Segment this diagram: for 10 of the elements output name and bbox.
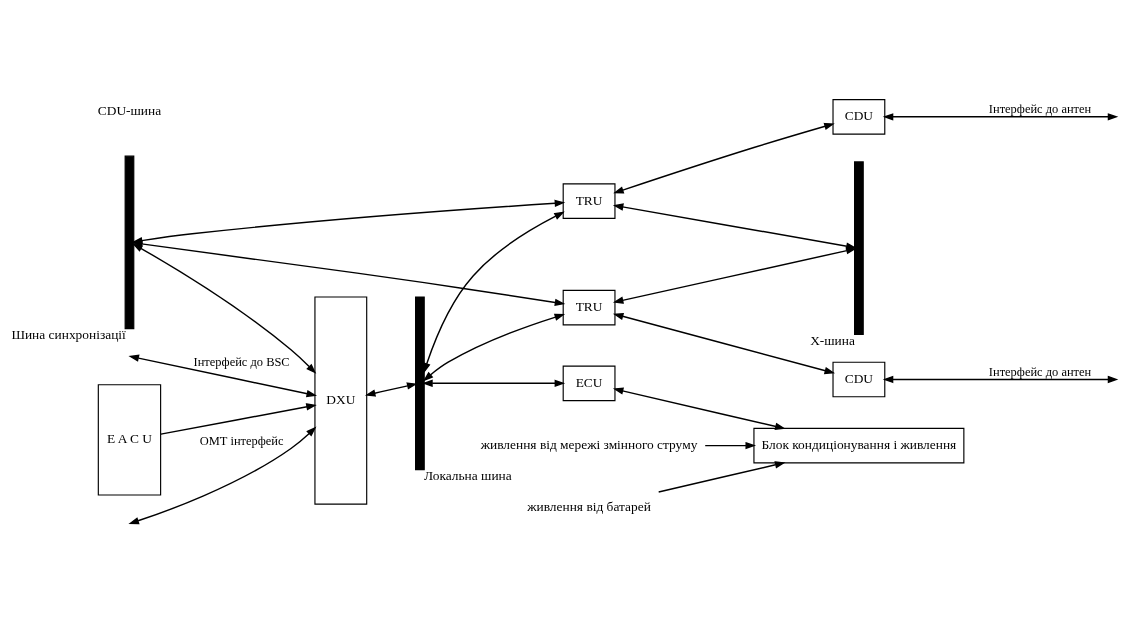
- node-label: X-шина: [810, 332, 855, 348]
- edge-label: Інтерфейс до антен: [988, 101, 1092, 116]
- edge-label: Інтерфейс до BSC: [193, 354, 290, 369]
- node-text: живлення від батарей: [527, 498, 651, 514]
- label: CDU-шина: [97, 102, 162, 118]
- node-label: Шина синхронізації: [11, 326, 126, 342]
- node-label: Локальна шина: [423, 467, 512, 483]
- edge-label: ОМТ інтерфейс: [199, 433, 284, 448]
- node-text: живлення від мережі змінного струму: [480, 436, 698, 452]
- edge-label: Інтерфейс до антен: [988, 364, 1092, 379]
